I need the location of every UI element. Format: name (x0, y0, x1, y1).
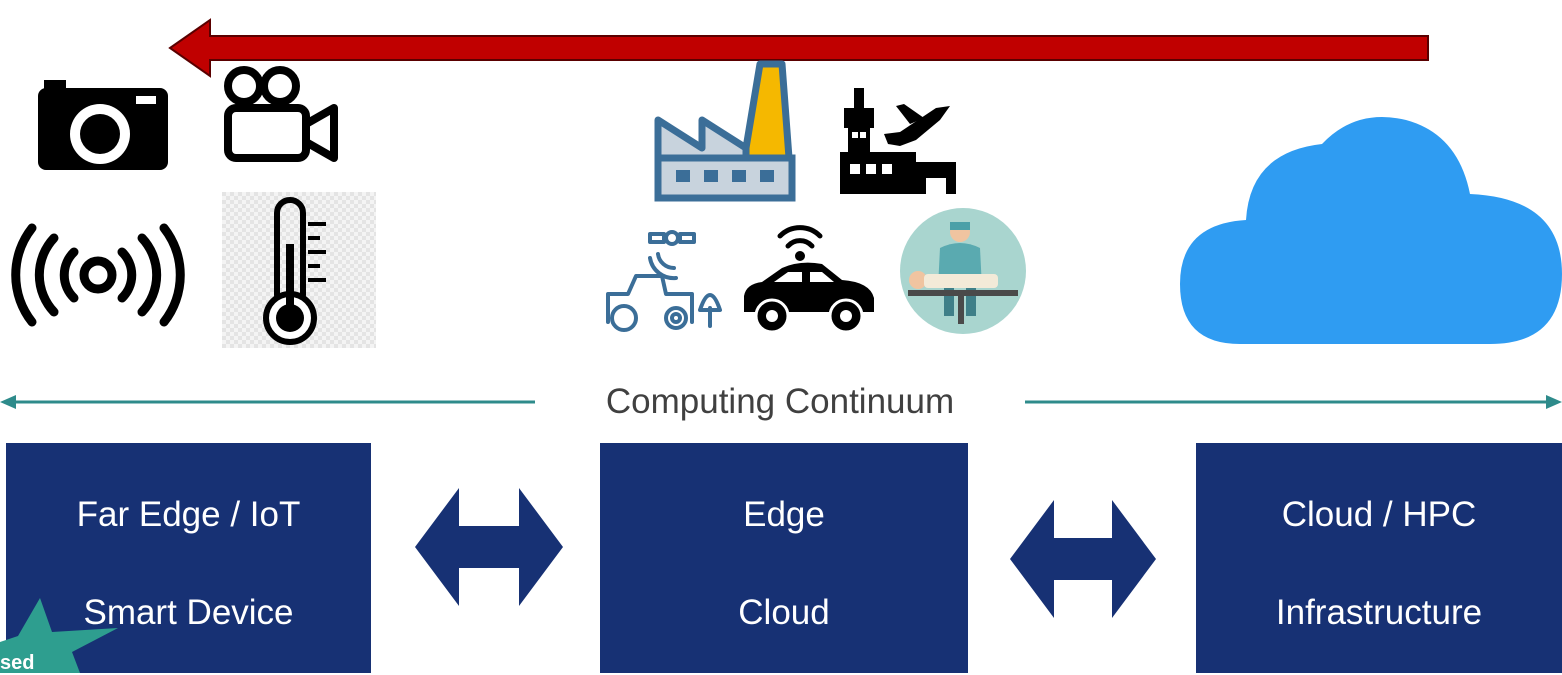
thermometer-icon (222, 192, 376, 348)
tier-far-edge-title: Far Edge / IoT (76, 495, 301, 534)
tier-cloud-hpc: Cloud / HPC Infrastructure (1196, 443, 1562, 673)
continuum-label: Computing Continuum (535, 382, 1025, 422)
factory-icon (654, 60, 796, 202)
edge-cloud-bidirectional-arrow (1010, 500, 1156, 618)
tier-far-edge-subtitle: Smart Device (83, 593, 294, 632)
tier-cloud-hpc-subtitle: Infrastructure (1275, 593, 1483, 632)
star-badge-text: sed (0, 652, 35, 674)
data-flow-arrow (168, 18, 1429, 78)
video-camera-icon (224, 66, 338, 162)
tier-edge-subtitle: Cloud (738, 593, 830, 632)
airport-icon (840, 88, 956, 194)
far-edge-edge-bidirectional-arrow (415, 488, 563, 606)
signal-broadcast-icon (11, 223, 185, 327)
tier-cloud-hpc-title: Cloud / HPC (1281, 495, 1477, 534)
camera-icon (38, 80, 168, 170)
cloud-icon (1180, 117, 1562, 344)
smart-tractor-icon (606, 230, 722, 332)
tier-edge-title: Edge (743, 495, 825, 534)
connected-car-icon (744, 225, 874, 334)
surgery-icon (900, 208, 1026, 334)
tier-edge: Edge Cloud (600, 443, 968, 673)
star-badge (0, 598, 118, 673)
